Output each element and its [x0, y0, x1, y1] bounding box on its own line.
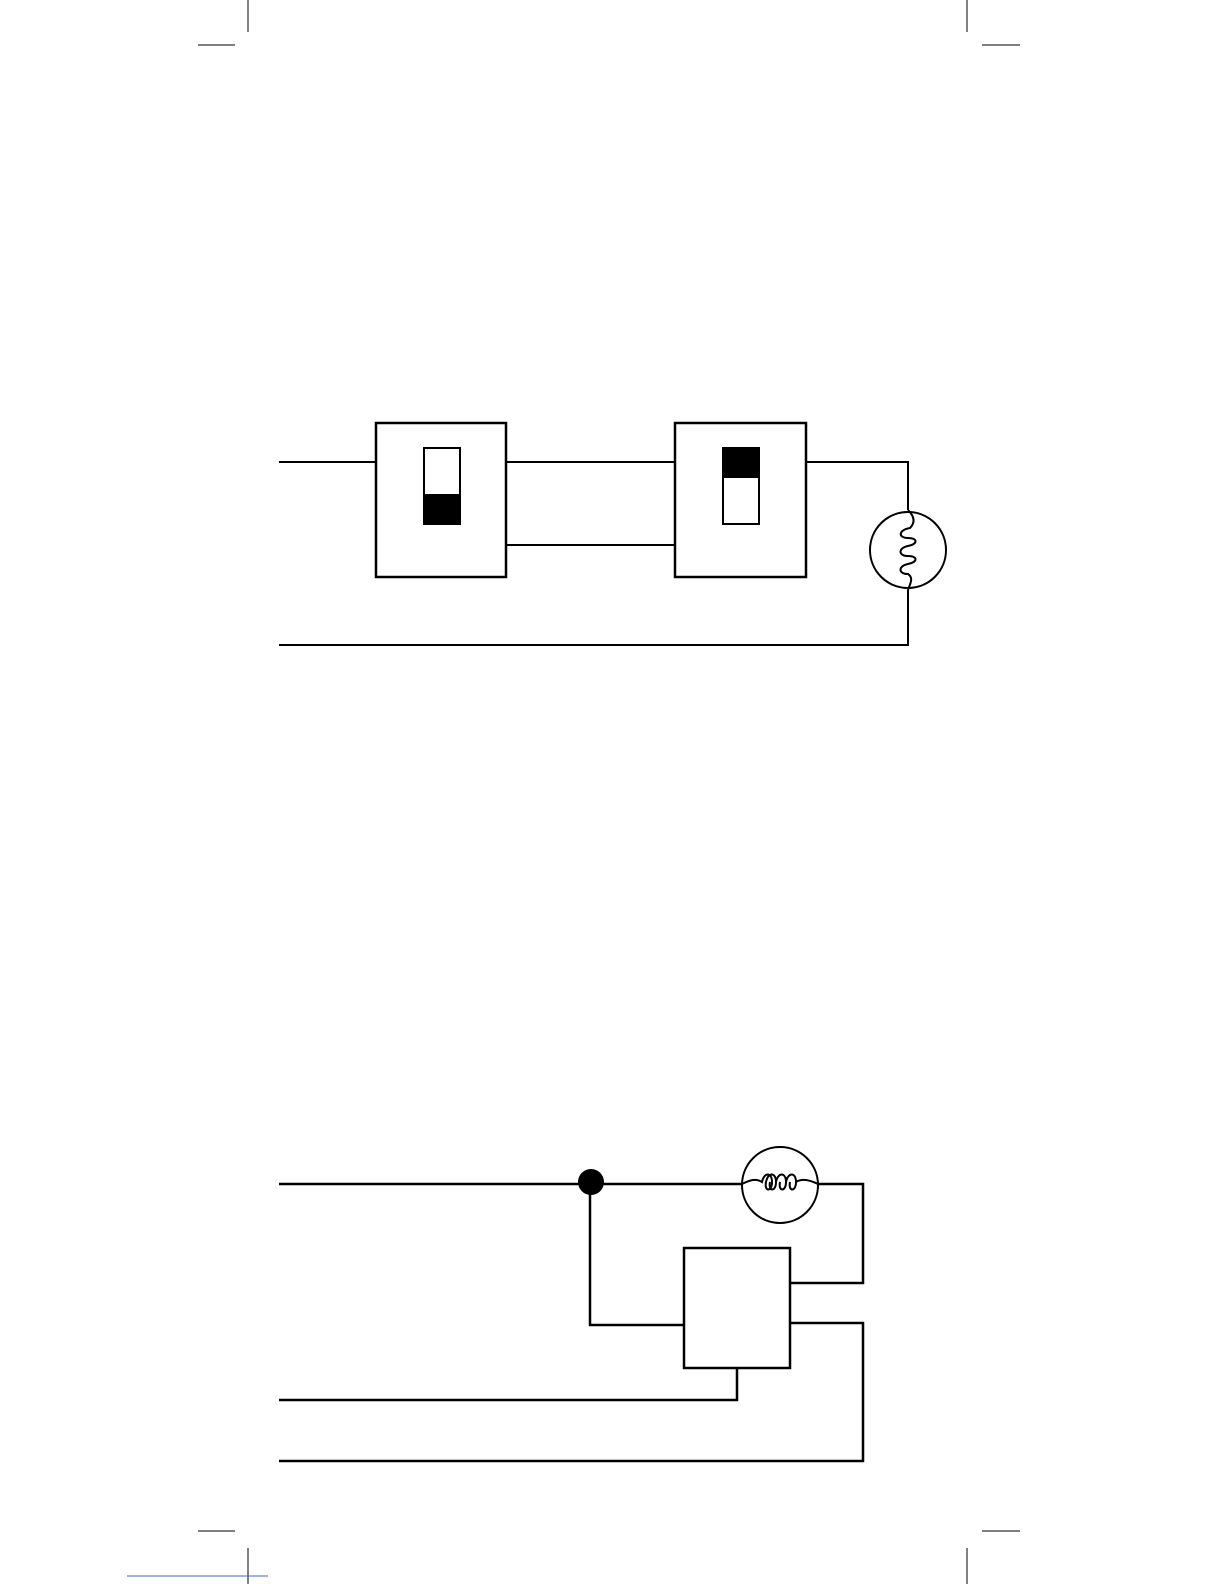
diagram-control-module: [279, 1147, 863, 1461]
switch-b-toggle-fill: [723, 448, 759, 478]
control-box: [684, 1248, 790, 1368]
switch-a-toggle-fill: [424, 494, 460, 524]
switch-a: [376, 423, 506, 577]
wire-to-lamp: [806, 462, 908, 510]
wire-box-bottom: [279, 1368, 737, 1400]
wire-neutral-return: [279, 590, 908, 645]
junction-dot-icon: [578, 1169, 604, 1195]
lamp-icon: [742, 1147, 818, 1223]
diagram-three-way-switches: [279, 423, 946, 645]
crop-marks: [198, 0, 1020, 1584]
wire-junction-to-box: [590, 1184, 684, 1325]
wire-lamp-to-box: [789, 1184, 863, 1283]
switch-b: [675, 423, 806, 577]
lamp-icon: [870, 510, 946, 590]
